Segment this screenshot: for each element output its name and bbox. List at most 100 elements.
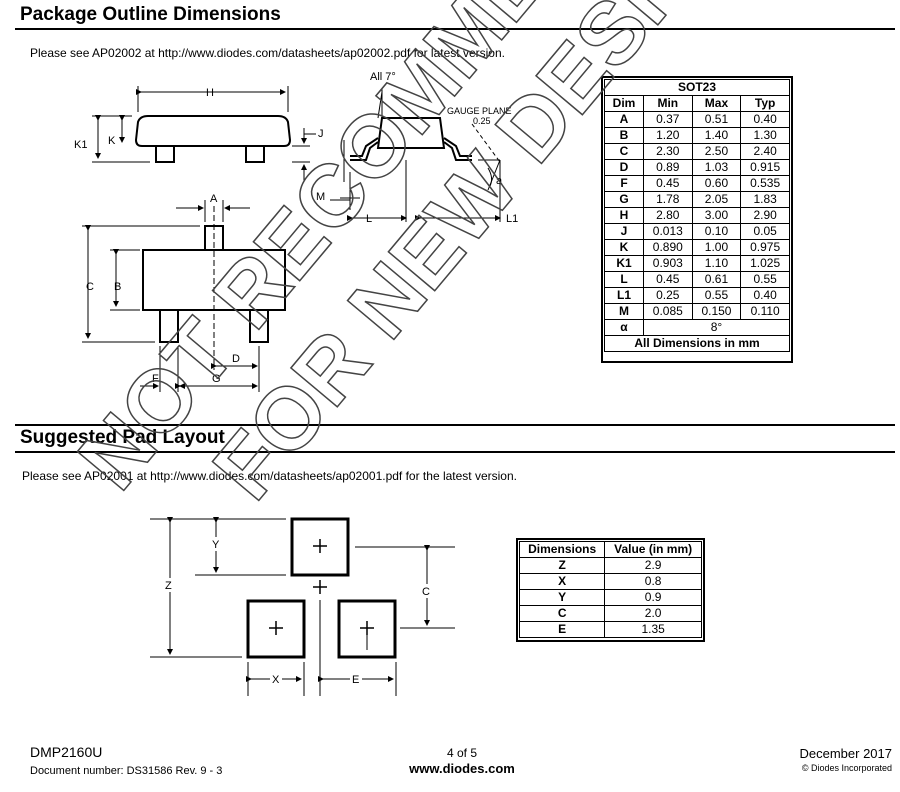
pad-layout-drawing: Y Z C X E (150, 517, 455, 696)
dim-value-cell: 0.45 (642, 271, 693, 288)
pad-dim-label-cell: E (518, 621, 606, 638)
dim-label-cell: J (604, 223, 644, 240)
dim-label-cell: L1 (604, 287, 644, 304)
dim-value-cell: 0.085 (642, 303, 693, 320)
label-H: H (206, 87, 214, 99)
dim-value-cell: 0.890 (642, 239, 693, 256)
dim-value-cell: 1.78 (642, 191, 693, 208)
dim-value-cell: 0.40 (740, 111, 790, 128)
dim-value-cell: 0.37 (642, 111, 693, 128)
dim-value-cell: 0.10 (691, 223, 742, 240)
table-footer-note: All Dimensions in mm (604, 335, 790, 352)
pad-dim-label-cell: C (518, 605, 606, 622)
footer-part-number: DMP2160U (30, 744, 103, 760)
dim-value-cell: 1.20 (642, 127, 693, 144)
dim-value-cell: 2.40 (740, 143, 790, 160)
dim-value-cell: 1.40 (691, 127, 742, 144)
label-J: J (318, 128, 324, 140)
dim-value-cell: 0.89 (642, 159, 693, 176)
pad-dim-value-cell: 0.9 (604, 589, 702, 606)
dim-label-cell: D (604, 159, 644, 176)
pad-label-C: C (422, 586, 430, 598)
table-footer-row: All Dimensions in mm (604, 335, 790, 352)
dim-label-cell: A (604, 111, 644, 128)
pad-dim-value-cell: 2.9 (604, 557, 702, 574)
dim-label-cell: α (604, 319, 644, 336)
dim-value-cell: 0.25 (642, 287, 693, 304)
label-gauge-plane: GAUGE PLANE (447, 106, 512, 116)
dim-value-cell: 0.45 (642, 175, 693, 192)
sot23-header-cell: Min (642, 95, 693, 112)
label-L: L (366, 213, 372, 225)
dim-value-cell: 2.50 (691, 143, 742, 160)
sot23-header-cell: Dim (604, 95, 644, 112)
dim-value-cell: 0.975 (740, 239, 790, 256)
pad-label-X: X (272, 674, 280, 686)
label-A: A (210, 193, 218, 205)
dim-value-cell: 8° (642, 319, 791, 336)
label-a: a (496, 175, 503, 187)
dim-value-cell: 1.83 (740, 191, 790, 208)
label-L1: L1 (506, 213, 518, 225)
footer-document-number: Document number: DS31586 Rev. 9 - 3 (30, 765, 223, 777)
dim-value-cell: 0.903 (642, 255, 693, 272)
dim-value-cell: 3.00 (691, 207, 742, 224)
dim-label-cell: H (604, 207, 644, 224)
dim-value-cell: 1.025 (740, 255, 790, 272)
package-outline-note: Please see AP02002 at http://www.diodes.… (30, 46, 505, 60)
footer-copyright: © Diodes Incorporated (801, 763, 892, 773)
dim-value-cell: 2.80 (642, 207, 693, 224)
dim-label-cell: G (604, 191, 644, 208)
dim-label-cell: B (604, 127, 644, 144)
label-D: D (232, 353, 240, 365)
dim-label-cell: L (604, 271, 644, 288)
dim-value-cell: 0.60 (691, 175, 742, 192)
dim-value-cell: 1.03 (691, 159, 742, 176)
footer-page-number: 4 of 5 (446, 746, 478, 760)
dim-value-cell: 1.10 (691, 255, 742, 272)
dim-value-cell: 0.013 (642, 223, 693, 240)
pad-dim-value-cell: 1.35 (604, 621, 702, 638)
dim-value-cell: 0.915 (740, 159, 790, 176)
dim-value-cell: 0.150 (691, 303, 742, 320)
sot23-header-cell: Max (691, 95, 742, 112)
label-G: G (212, 373, 221, 385)
section-title-package-outline: Package Outline Dimensions (20, 4, 281, 25)
dim-value-cell: 1.00 (691, 239, 742, 256)
dim-value-cell: 0.110 (740, 303, 790, 320)
pad-header-cell: Value (in mm) (604, 541, 702, 558)
dim-value-cell: 0.535 (740, 175, 790, 192)
label-B: B (114, 281, 121, 293)
footer-date: December 2017 (799, 746, 893, 761)
pad-layout-note: Please see AP02001 at http://www.diodes.… (22, 469, 517, 483)
label-F: F (152, 373, 159, 385)
pad-label-Y: Y (212, 539, 220, 551)
dim-value-cell: 2.30 (642, 143, 693, 160)
dim-value-cell: 0.61 (691, 271, 742, 288)
dim-value-cell: 0.51 (691, 111, 742, 128)
dim-label-cell: M (604, 303, 644, 320)
pad-dim-label-cell: X (518, 573, 606, 590)
pad-label-E: E (352, 674, 359, 686)
label-K: K (108, 135, 116, 147)
label-K1: K1 (74, 139, 87, 151)
pad-label-Z: Z (165, 580, 172, 592)
label-angle: All 7° (370, 71, 396, 83)
